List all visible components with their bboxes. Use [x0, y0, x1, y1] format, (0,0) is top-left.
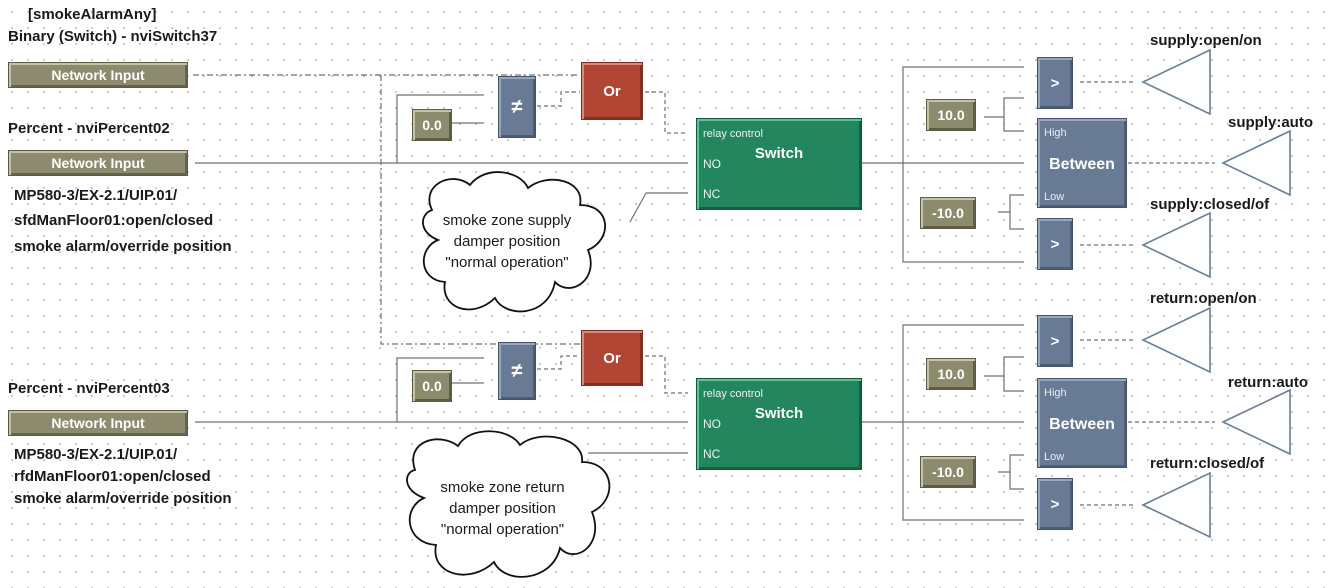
return-gt-closed-block[interactable]: >: [1037, 478, 1073, 530]
return-between-title: Between: [1049, 416, 1115, 433]
wire-or-switch-supply: [645, 91, 688, 134]
supply-between-block[interactable]: High Between Low: [1037, 118, 1127, 208]
return-high-constant[interactable]: 10.0: [926, 358, 976, 390]
output-supply-closed-icon: [1141, 211, 1211, 279]
output-supply-open-icon: [1141, 48, 1211, 116]
supply-switch-port-nc: NC: [703, 187, 721, 201]
return-note-line2: damper position: [449, 500, 556, 517]
note-cloud-supply: [422, 171, 606, 313]
wire-sw-gt1-supply: [902, 66, 1024, 163]
supply-between-title: Between: [1049, 156, 1115, 173]
supply-high-constant[interactable]: 10.0: [926, 99, 976, 131]
supply-input-desc-line2: sfdManFloor01:open/closed: [14, 212, 214, 229]
output-supply-closed-label: supply:closed/of: [1150, 196, 1270, 213]
supply-gt-closed-block[interactable]: >: [1037, 218, 1073, 270]
supply-switch-block[interactable]: relay control Switch NO NC: [696, 118, 862, 210]
wire-sw-gt2-supply: [902, 163, 1024, 263]
return-switch-title: Switch: [754, 405, 804, 422]
return-input-desc-line1: MP580-3/EX-2.1/UIP.01/: [14, 446, 178, 463]
supply-input-desc-line1: MP580-3/EX-2.1/UIP.01/: [14, 187, 178, 204]
return-between-block[interactable]: High Between Low: [1037, 378, 1127, 468]
output-return-closed-label: return:closed/of: [1150, 455, 1265, 472]
wire-m10-low-return: [998, 454, 1024, 473]
supply-note-line2: damper position: [453, 233, 561, 250]
return-or-block[interactable]: Or: [581, 330, 643, 386]
supply-gt-open-block[interactable]: >: [1037, 57, 1073, 109]
supply-switch-port-relay: relay control: [703, 128, 763, 140]
supply-note-text: smoke zone supply damper position "norma…: [432, 210, 582, 273]
output-supply-auto-label: supply:auto: [1228, 114, 1313, 131]
return-not-equal-block[interactable]: ≠: [498, 342, 536, 400]
smoke-network-input-button[interactable]: Network Input: [8, 62, 188, 88]
wire-note-tail-supply: [629, 192, 647, 223]
wire-or-switch-return: [645, 355, 688, 394]
wire-m10-gt2-return: [1009, 472, 1024, 490]
wire-10-gt1-return: [984, 356, 1024, 377]
output-return-open-label: return:open/on: [1150, 290, 1257, 307]
return-between-port-low: Low: [1044, 451, 1065, 463]
return-switch-port-nc: NC: [703, 447, 721, 461]
return-input-desc-line2: rfdManFloor01:open/closed: [14, 468, 211, 485]
return-switch-port-relay: relay control: [703, 388, 763, 400]
wire-sw-gt1-return: [902, 324, 1024, 422]
return-network-input-button[interactable]: Network Input: [8, 410, 188, 436]
wire-neq-or-supply: [537, 91, 580, 107]
output-return-closed-icon: [1141, 471, 1211, 539]
supply-between-port-high: High: [1044, 127, 1067, 139]
return-switch-block[interactable]: relay control Switch NO NC: [696, 378, 862, 470]
return-switch-port-no: NO: [703, 417, 721, 431]
return-zero-constant[interactable]: 0.0: [412, 370, 452, 402]
supply-note-line1: smoke zone supply: [442, 212, 572, 229]
wire-m10-gt2: [1009, 212, 1024, 230]
wire-10-gt1: [984, 97, 1024, 118]
return-note-line3: "normal operation": [440, 521, 565, 538]
wire-neq-or-return: [537, 355, 580, 370]
smoke-input-type-label: Binary (Switch) - nviSwitch37: [8, 28, 218, 45]
output-return-auto-icon: [1221, 388, 1291, 456]
supply-zero-constant[interactable]: 0.0: [412, 109, 452, 141]
note-cloud-return: [406, 430, 611, 578]
supply-between-port-low: Low: [1044, 191, 1065, 203]
wire-10-high-return: [1003, 376, 1024, 392]
supply-or-block[interactable]: Or: [581, 62, 643, 120]
supply-input-type-label: Percent - nviPercent02: [8, 120, 170, 137]
return-note-text: smoke zone return damper position "norma…: [425, 477, 580, 540]
wire-m10-low: [998, 194, 1024, 213]
return-gt-open-block[interactable]: >: [1037, 315, 1073, 367]
supply-not-equal-block[interactable]: ≠: [498, 76, 536, 138]
supply-switch-title: Switch: [754, 145, 804, 162]
output-supply-auto-icon: [1221, 129, 1291, 197]
output-return-auto-label: return:auto: [1228, 374, 1308, 391]
supply-note-line3: "normal operation": [445, 254, 569, 271]
smoke-alarm-tag: [smokeAlarmAny]: [28, 6, 157, 23]
supply-switch-port-no: NO: [703, 157, 721, 171]
return-between-port-high: High: [1044, 387, 1067, 399]
wire-sw-gt2-return: [902, 422, 1024, 521]
output-return-open-icon: [1141, 306, 1211, 374]
return-note-line1: smoke zone return: [440, 479, 565, 496]
output-supply-open-label: supply:open/on: [1150, 32, 1262, 49]
supply-network-input-button[interactable]: Network Input: [8, 150, 188, 176]
return-input-type-label: Percent - nviPercent03: [8, 380, 170, 397]
wire-supply-input-neq: [396, 94, 484, 163]
supply-low-constant[interactable]: -10.0: [920, 197, 976, 229]
supply-input-desc-line3: smoke alarm/override position: [14, 238, 232, 255]
wire-10-high: [1003, 117, 1024, 132]
wire-return-input-neq: [396, 357, 484, 422]
return-input-desc-line3: smoke alarm/override position: [14, 490, 232, 507]
return-low-constant[interactable]: -10.0: [920, 456, 976, 488]
